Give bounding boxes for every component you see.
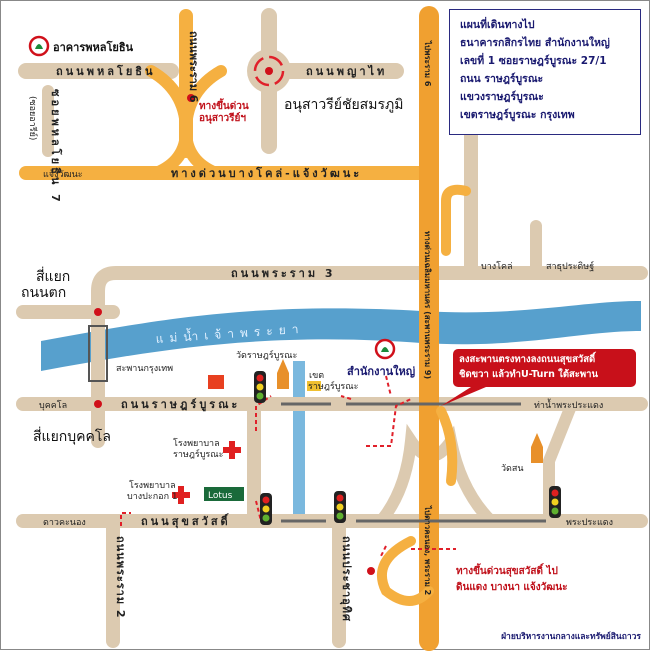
district-label: เขต	[309, 371, 324, 381]
head-office-label: สำนักงานใหญ่	[347, 364, 415, 378]
tha-nam-label: ท่าน้ำพระประแดง	[534, 398, 603, 411]
road-pracha-uthit-label: ถนนประชาอุทิศ	[339, 536, 353, 622]
phahol-building-label: อาคารพหลโยธิน	[53, 40, 134, 54]
callout-pointer	[441, 387, 486, 406]
route-dashes	[120, 375, 456, 557]
footer-credit: ฝ่ายบริหารงานกลางและทรัพย์สินถาวร	[501, 632, 641, 642]
main-expressway-bottom-label: ไปดาวคะนอง, พระราม 2	[423, 505, 433, 595]
suksawat-entry-dot	[367, 567, 375, 575]
victory-monument-label: อนุสาวรีย์ชัยสมรภูมิ	[284, 96, 403, 113]
thanontok-label-2: ถนนตก	[21, 285, 66, 301]
road-soi-phahon7-label: ซอยพหลโยธิน 7	[49, 89, 63, 205]
kbank-logo-icon	[28, 35, 50, 57]
expressway-entry-label: ทางขึ้นด่วน	[199, 98, 249, 112]
sathu-pradit-label: สาธุประดิษฐ์	[546, 260, 594, 272]
hospital-ratburana-label: โรงพยาบาล	[173, 438, 220, 449]
victory-monument-dot	[265, 67, 273, 75]
jaengwattana-label: แจ้งวัฒนะ	[43, 169, 83, 180]
kbank-logo-head-office-icon	[374, 338, 396, 360]
temple-wat-son-icon	[531, 433, 543, 463]
callout-line-2: ชิดขวา แล้วทำU-Turn ใต้สะพาน	[459, 369, 598, 380]
roundabout-arrows-icon	[253, 55, 285, 87]
road-suksawat-label: ถนนสุขสวัสดิ์	[141, 513, 231, 529]
temple-icon	[277, 359, 289, 389]
u-turn-callout: ลงสะพานตรงทางลงถนนสุขสวัสดิ์ ชิดขวา แล้ว…	[453, 349, 636, 387]
dao-khanong-label: ดาวคะนอง	[43, 518, 86, 528]
suksawat-entry-label-2: ดินแดง บางนา แจ้งวัฒนะ	[456, 581, 567, 593]
road-ratburana-label: ถนนราษฎร์บูรณะ	[121, 398, 240, 412]
hospital-bangpakok-label: โรงพยาบาล	[129, 480, 176, 491]
wat-ratburana-label: วัดราษฎร์บูรณะ	[236, 349, 297, 361]
krungthep-bridge-icon	[88, 325, 108, 382]
road-soi-ari-label: (ซอยอารีย์)	[27, 96, 39, 140]
krungthep-bridge-label: สะพานกรุงเทพ	[116, 364, 173, 374]
hospital-bangpakok-label-2: บางปะกอก 1	[127, 492, 178, 502]
expressway-entry-label-2: อนุสาวรีย์ฯ	[199, 112, 246, 124]
lotus-logo	[204, 487, 244, 501]
road-rama2-label: ถนนพระราม 2	[114, 536, 127, 619]
hospital-icon	[172, 441, 241, 504]
info-address: เลขที่ 1 ซอยราษฎร์บูรณะ 27/1	[460, 55, 607, 67]
road-rama3-label: ถนนพระราม 3	[231, 267, 336, 280]
bukkhalo-intersection-label: สี่แยกบุคคโล	[33, 427, 111, 445]
bukkhalo-label: บุคคโล	[39, 400, 67, 411]
pradaeng-label: พระประแดง	[566, 518, 613, 528]
traffic-light-icon	[254, 371, 561, 525]
district-label-2: ราษฎร์บูรณะ	[308, 380, 359, 392]
info-road: ถนน ราษฎร์บูรณะ	[460, 73, 544, 85]
main-expressway-top-label: ไปพระราม 6	[423, 40, 433, 87]
expressway-entry-dot	[187, 94, 195, 102]
roads	[16, 8, 648, 648]
road-rama6-label: ถนนพระราม 6	[187, 31, 200, 103]
expressways	[19, 6, 471, 651]
road-phayathai-label: ถนนพญาไท	[306, 64, 387, 78]
callout-line-1: ลงสะพานตรงทางลงถนนสุขสวัสดิ์	[459, 354, 596, 365]
thanontok-dot	[94, 308, 102, 316]
wat-son-label: วัดสน	[501, 464, 524, 474]
bukkhalo-dot	[94, 400, 102, 408]
info-subdistrict: แขวงราษฎร์บูรณะ	[460, 91, 544, 103]
info-title: แผนที่เดินทางไป	[460, 19, 535, 31]
seven-eleven-icon	[208, 375, 224, 389]
hospital-ratburana-label-2: ราษฎร์บูรณะ	[173, 448, 224, 460]
destination-info-box: แผนที่เดินทางไป ธนาคารกสิกรไทย สำนักงานใ…	[449, 9, 641, 135]
chao-phraya-river	[41, 301, 641, 371]
road-expressway-label: ทางด่วนบางโคล่-แจ้งวัฒนะ	[171, 166, 362, 180]
suksawat-entry-label: ทางขึ้นด่วนสุขสวัสดิ์ ไป	[456, 563, 558, 577]
thanontok-label: สี่แยก	[36, 267, 70, 285]
info-bank-name: ธนาคารกสิกรไทย สำนักงานใหญ่	[460, 37, 610, 49]
canal	[293, 361, 305, 521]
lotus-label: Lotus	[208, 491, 233, 501]
main-expressway-label: ทางด่วนเฉลิมมหานคร (สะพานพระราม 9)	[423, 231, 432, 379]
info-district: เขตราษฎร์บูรณะ กรุงเทพ	[460, 109, 575, 121]
bang-kho-laem-label: บางโคล่	[481, 261, 513, 272]
road-phahonyothin-label: ถนนพหลโยธิน	[56, 64, 156, 78]
